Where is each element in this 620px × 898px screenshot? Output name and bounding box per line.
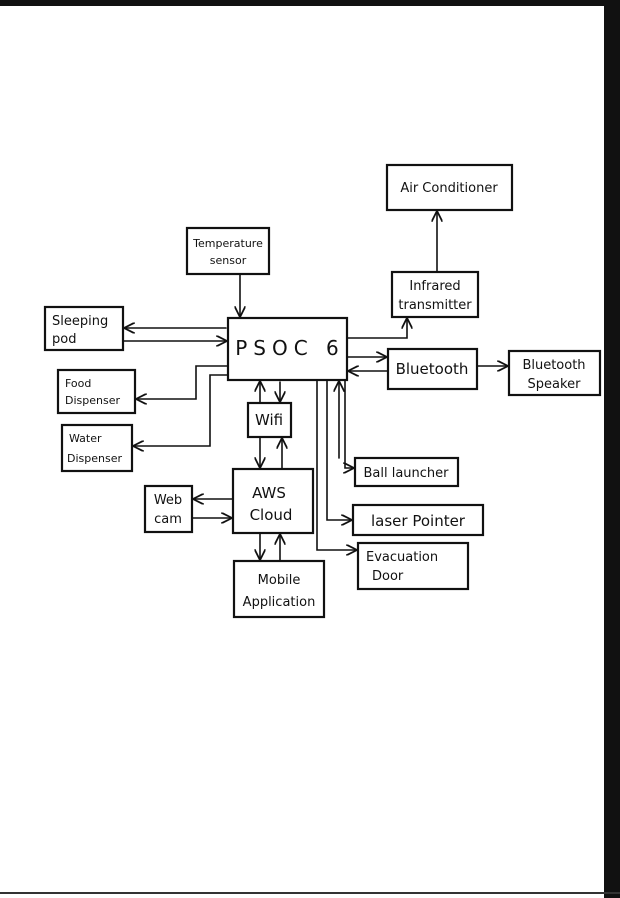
mobile-application-block: Mobile Application bbox=[232, 559, 326, 619]
evacuation-door-label-1: Evacuation bbox=[366, 550, 438, 565]
wifi-block: Wifi bbox=[246, 401, 293, 439]
psoc-block: PSOC 6 bbox=[226, 316, 349, 382]
food-dispenser-label-2: Dispenser bbox=[65, 394, 120, 407]
sleeping-pod-label-2: pod bbox=[52, 332, 76, 347]
bluetooth-speaker-label-2: Speaker bbox=[528, 377, 582, 392]
psoc-to-evacuation-door-arrow bbox=[316, 379, 356, 550]
scan-border-right bbox=[604, 0, 620, 898]
evacuation-door-label-2: Door bbox=[372, 569, 404, 584]
evacuation-door-block: Evacuation Door bbox=[356, 541, 470, 591]
bluetooth-speaker-label-1: Bluetooth bbox=[522, 358, 585, 373]
infrared-transmitter-label-2: transmitter bbox=[398, 298, 472, 313]
web-cam-block: Web cam bbox=[143, 484, 194, 534]
infrared-transmitter-label-1: Infrared bbox=[409, 279, 460, 294]
bluetooth-block: Bluetooth bbox=[386, 347, 479, 391]
temperature-sensor-label-1: Temperature bbox=[192, 237, 263, 250]
web-cam-label-2: cam bbox=[154, 512, 182, 527]
aws-cloud-label-2: Cloud bbox=[250, 506, 293, 524]
psoc-to-ball-launcher-arrow bbox=[345, 379, 353, 468]
scan-border-bottom bbox=[0, 892, 620, 894]
psoc-to-food-arrow bbox=[137, 365, 229, 399]
psoc-to-water-arrow bbox=[134, 374, 229, 446]
air-conditioner-label: Air Conditioner bbox=[400, 181, 498, 196]
psoc-to-ir-arrow bbox=[346, 319, 407, 339]
air-conditioner-block: Air Conditioner bbox=[385, 163, 514, 212]
bluetooth-speaker-block: Bluetooth Speaker bbox=[507, 349, 602, 397]
laser-pointer-block: laser Pointer bbox=[351, 503, 485, 537]
psoc-to-laser-arrow bbox=[326, 379, 351, 520]
temperature-sensor-block: Temperature sensor bbox=[185, 226, 271, 276]
scan-border-top bbox=[0, 0, 608, 6]
wifi-label: Wifi bbox=[255, 411, 283, 429]
web-cam-label-1: Web bbox=[154, 493, 182, 508]
ball-launcher-label: Ball launcher bbox=[363, 466, 449, 481]
aws-cloud-block: AWS Cloud bbox=[231, 467, 315, 535]
aws-cloud-label-1: AWS bbox=[252, 484, 286, 502]
temperature-sensor-label-2: sensor bbox=[210, 254, 247, 267]
water-dispenser-label-2: Dispenser bbox=[67, 452, 122, 465]
mobile-application-label-2: Application bbox=[243, 595, 316, 610]
food-dispenser-block: Food Dispenser bbox=[56, 368, 137, 415]
ball-launcher-block: Ball launcher bbox=[353, 456, 460, 488]
bluetooth-label: Bluetooth bbox=[396, 360, 469, 378]
psoc-label: PSOC 6 bbox=[235, 336, 345, 360]
food-dispenser-label-1: Food bbox=[65, 377, 91, 390]
mobile-application-label-1: Mobile bbox=[258, 573, 301, 588]
infrared-transmitter-block: Infrared transmitter bbox=[390, 270, 480, 319]
sleeping-pod-label-1: Sleeping bbox=[52, 314, 108, 329]
sleeping-pod-block: Sleeping pod bbox=[43, 305, 125, 352]
water-dispenser-label-1: Water bbox=[69, 432, 102, 445]
water-dispenser-block: Water Dispenser bbox=[60, 423, 134, 473]
laser-pointer-label: laser Pointer bbox=[371, 512, 466, 530]
